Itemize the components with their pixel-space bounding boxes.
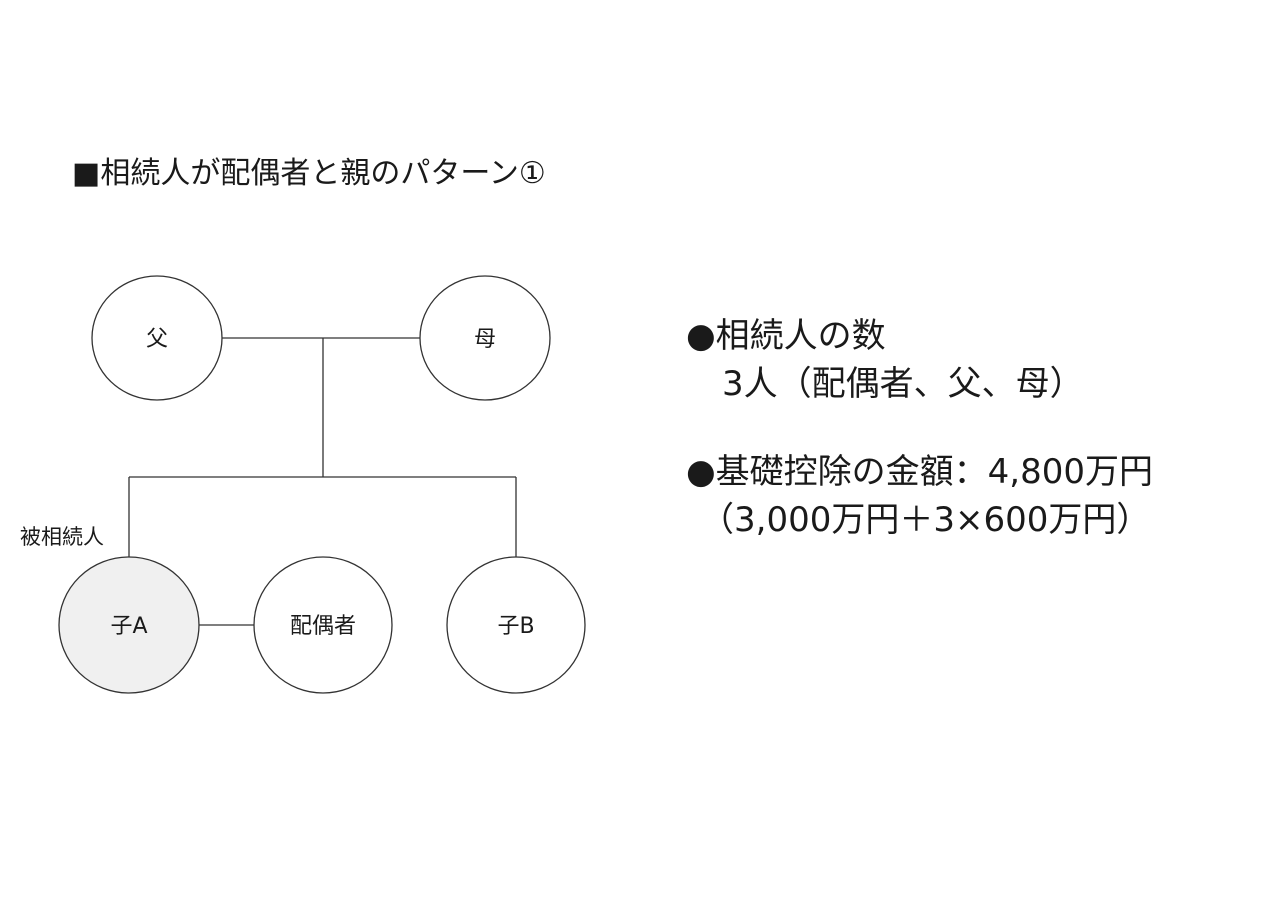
father-circle	[91, 275, 223, 401]
node-child-a: 子A	[58, 556, 200, 694]
child-a-circle	[58, 556, 200, 694]
basic-deduction-block: ●基礎控除の金額：4,800万円 （3,000万円＋3×600万円）	[686, 448, 1153, 544]
heirs-count-block: ●相続人の数 3人（配偶者、父、母）	[686, 312, 1153, 408]
node-father: 父	[91, 275, 223, 401]
spouse-label: 配偶者	[290, 614, 356, 639]
connector-lines	[128, 337, 517, 626]
deceased-label: 被相続人	[20, 525, 104, 549]
node-child-b: 子B	[446, 556, 586, 694]
father-label: 父	[146, 327, 168, 352]
inheritance-info-panel: ●相続人の数 3人（配偶者、父、母） ●基礎控除の金額：4,800万円 （3,0…	[686, 312, 1153, 584]
child-b-circle	[446, 556, 586, 694]
child-b-label: 子B	[497, 614, 534, 639]
node-mother: 母	[419, 275, 551, 401]
basic-deduction-formula: （3,000万円＋3×600万円）	[700, 500, 1151, 540]
mother-label: 母	[474, 327, 496, 352]
node-spouse: 配偶者	[253, 556, 393, 694]
basic-deduction-heading: ●基礎控除の金額：4,800万円	[686, 452, 1154, 492]
page-title: ■相続人が配偶者と親のパターン①	[72, 156, 546, 191]
mother-circle	[419, 275, 551, 401]
heirs-count-detail: 3人（配偶者、父、母）	[722, 364, 1084, 404]
heirs-count-heading: ●相続人の数	[686, 316, 886, 356]
child-a-label: 子A	[110, 614, 147, 639]
spouse-circle	[253, 556, 393, 694]
